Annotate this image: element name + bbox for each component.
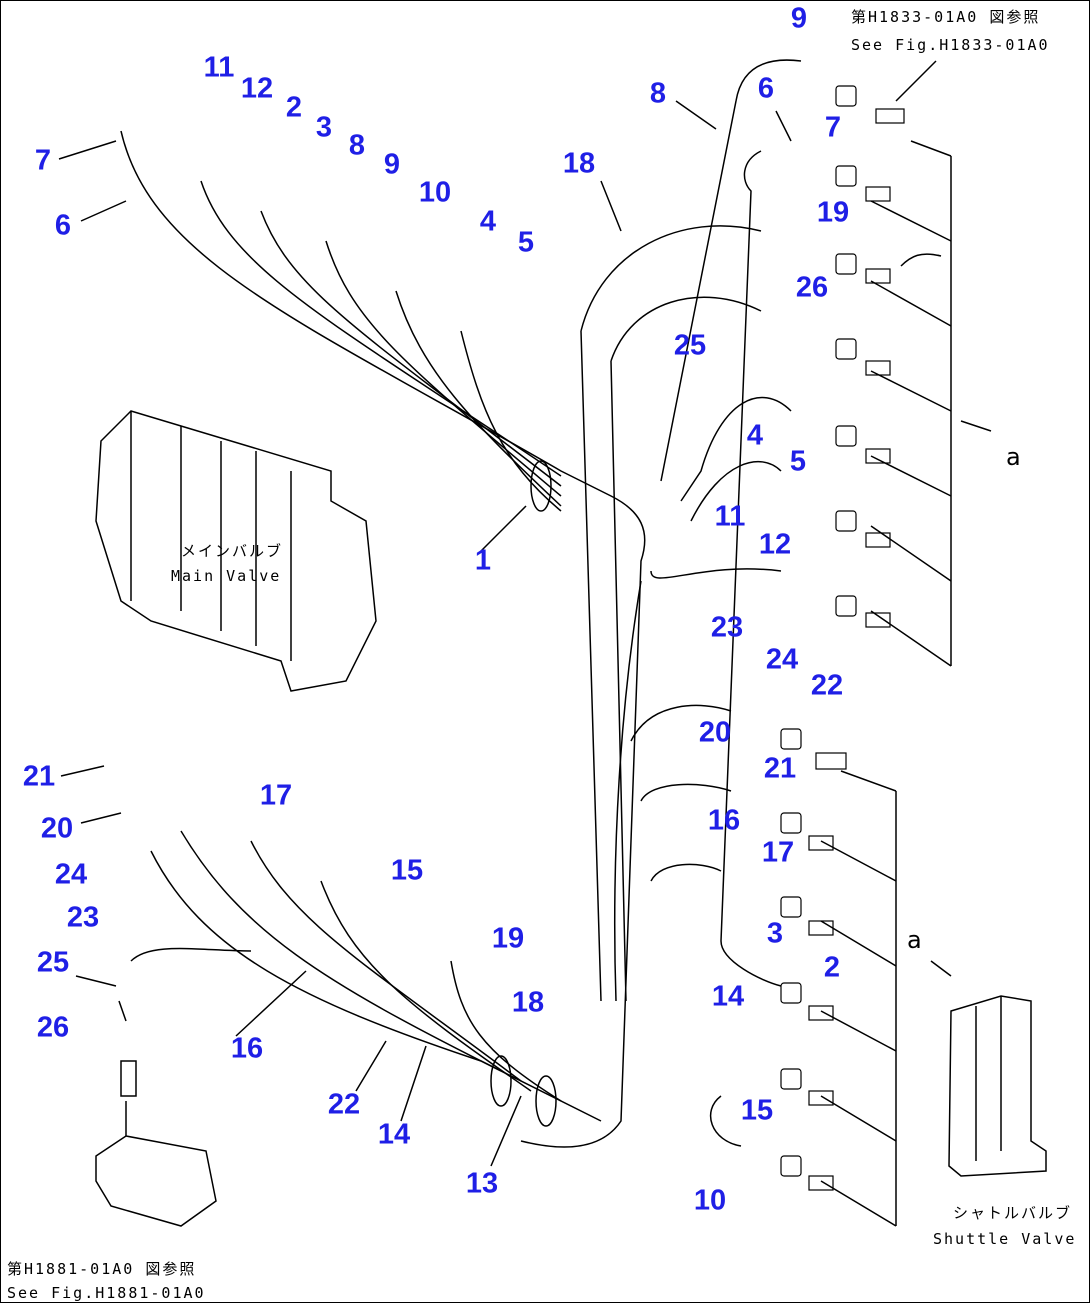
callout: 2 (285, 91, 303, 124)
callout: 9 (383, 148, 401, 181)
callout: 21 (22, 760, 56, 793)
callout: 17 (259, 779, 293, 812)
callout: 15 (740, 1094, 774, 1127)
callout: 3 (766, 917, 784, 950)
callout: 19 (491, 922, 525, 955)
callout: 18 (562, 147, 596, 180)
reference-note-top-jp: 第H1833-01A0 図参照 (851, 8, 1041, 26)
shuttle-valve-body (948, 995, 1047, 1177)
callout: 1 (474, 544, 492, 577)
callout: 6 (54, 209, 72, 242)
callout: 6 (757, 72, 775, 105)
callout: 11 (203, 51, 235, 84)
reference-note-top-en: See Fig.H1833-01A0 (851, 36, 1050, 54)
connection-mark-a: a (1006, 443, 1021, 471)
callout: 14 (377, 1118, 411, 1151)
callout: 11 (714, 500, 746, 533)
main-valve-label-jp: メインバルブ (181, 542, 284, 560)
callout: 2 (823, 951, 841, 984)
callout: 21 (763, 752, 797, 785)
reference-note-bottom-jp: 第H1881-01A0 図参照 (7, 1260, 197, 1278)
callout: 12 (240, 72, 274, 105)
callout: 5 (517, 226, 535, 259)
callout: 19 (816, 196, 850, 229)
callout: 10 (693, 1184, 727, 1217)
main-valve-body (95, 410, 377, 692)
callout: 15 (390, 854, 424, 887)
callout: 23 (66, 901, 100, 934)
callout: 7 (34, 144, 52, 177)
reference-note-bottom-en: See Fig.H1881-01A0 (7, 1284, 206, 1302)
callout: 14 (711, 980, 745, 1013)
callout: 25 (36, 946, 70, 979)
callout: 5 (789, 445, 807, 478)
callout: 8 (348, 129, 366, 162)
main-valve-label-en: Main Valve (171, 567, 282, 585)
callout: 3 (315, 111, 333, 144)
callout: 4 (479, 205, 497, 238)
callout: 24 (765, 643, 799, 676)
callout: 26 (795, 271, 829, 304)
callout: 22 (327, 1088, 361, 1121)
callout: 13 (465, 1167, 499, 1200)
callout: 16 (230, 1032, 264, 1065)
shuttle-valve-label-en: Shuttle Valve (933, 1230, 1077, 1248)
callout: 12 (758, 528, 792, 561)
callout: 22 (810, 669, 844, 702)
callout: 9 (790, 2, 808, 35)
callout: 20 (40, 812, 74, 845)
shuttle-valve-label-jp: シャトルバルブ (953, 1204, 1073, 1222)
bottom-valve-body (95, 1135, 217, 1227)
callout: 25 (673, 329, 707, 362)
callout: 23 (710, 611, 744, 644)
callout: 18 (511, 986, 545, 1019)
callout: 24 (54, 858, 88, 891)
callout: 4 (746, 419, 764, 452)
callout: 26 (36, 1011, 70, 1044)
callout: 10 (418, 176, 452, 209)
callout: 20 (698, 716, 732, 749)
connection-mark-a: a (907, 926, 922, 954)
callout: 16 (707, 804, 741, 837)
callout: 8 (649, 77, 667, 110)
callout: 17 (761, 836, 795, 869)
callout: 7 (824, 111, 842, 144)
